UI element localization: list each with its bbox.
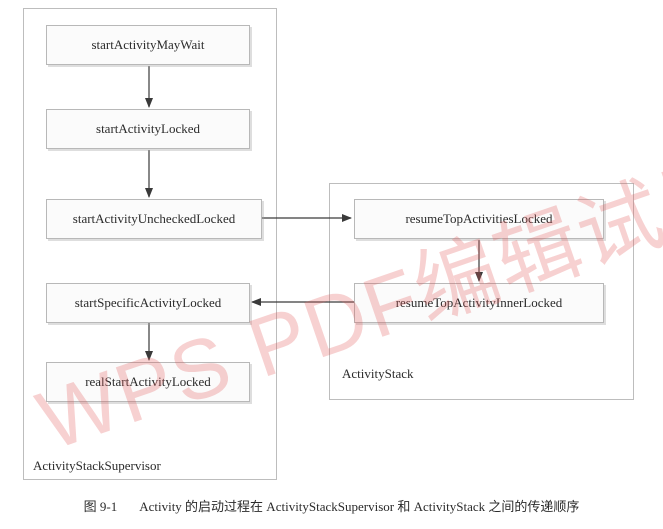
node-start-specific-activity-locked: startSpecificActivityLocked	[46, 283, 250, 323]
node-start-activity-locked: startActivityLocked	[46, 109, 250, 149]
node-resume-top-activities-locked: resumeTopActivitiesLocked	[354, 199, 604, 239]
node-start-activity-may-wait: startActivityMayWait	[46, 25, 250, 65]
activity-stack-supervisor-label: ActivityStackSupervisor	[33, 458, 161, 473]
activity-stack-supervisor-container	[23, 8, 277, 480]
node-start-activity-unchecked-locked: startActivityUncheckedLocked	[46, 199, 262, 239]
node-resume-top-activity-inner-locked: resumeTopActivityInnerLocked	[354, 283, 604, 323]
activity-stack-container	[329, 183, 634, 400]
figure-caption: 图 9-1 Activity 的启动过程在 ActivityStackSuperv…	[0, 496, 663, 515]
figure-number: 图 9-1	[83, 499, 118, 514]
node-real-start-activity-locked: realStartActivityLocked	[46, 362, 250, 402]
caption-text: Activity 的启动过程在 ActivityStackSupervisor …	[139, 499, 580, 514]
activity-stack-label: ActivityStack	[342, 366, 414, 381]
